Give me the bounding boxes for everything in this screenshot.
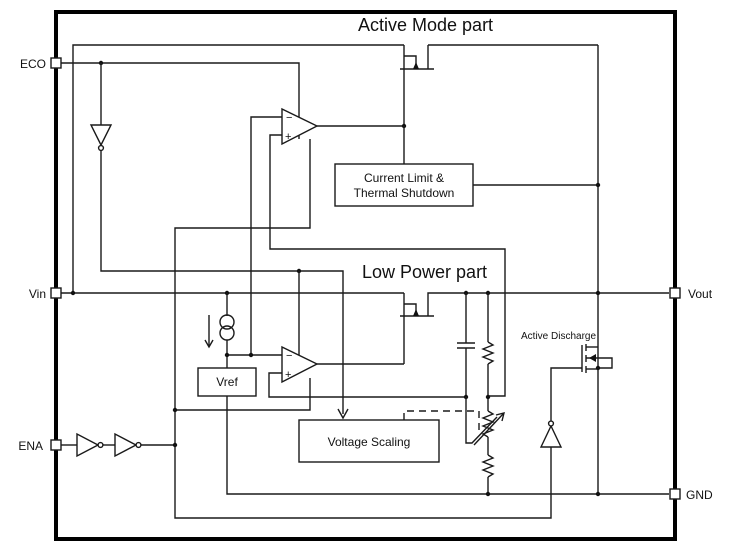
arrow-head-icon bbox=[337, 408, 349, 420]
pin-gnd-label: GND bbox=[686, 488, 713, 502]
pin-vin-label: Vin bbox=[29, 287, 46, 301]
pin-vout-label: Vout bbox=[688, 287, 713, 301]
pin-vout bbox=[669, 287, 681, 299]
active-discharge-label: Active Discharge bbox=[521, 331, 596, 342]
current-direction-arrow-icon bbox=[204, 315, 214, 349]
low-power-pass-transistor bbox=[400, 292, 669, 364]
junction-dot bbox=[485, 491, 491, 497]
junction-dot bbox=[595, 182, 601, 188]
junction-dot bbox=[595, 290, 601, 296]
vref-label: Vref bbox=[216, 375, 238, 389]
pin-vin bbox=[50, 287, 62, 299]
low-power-error-amplifier: − + bbox=[281, 345, 319, 384]
junction-dot bbox=[224, 352, 230, 358]
amp2-enable-wire bbox=[175, 378, 311, 411]
minus-sign: − bbox=[286, 350, 292, 362]
active-mode-label: Active Mode part bbox=[358, 15, 493, 35]
current-limit-block: Current Limit & Thermal Shutdown bbox=[334, 163, 474, 207]
active-error-amplifier: − + bbox=[281, 107, 319, 146]
junction-dot bbox=[248, 352, 254, 358]
ic-package-outline bbox=[54, 10, 677, 541]
discharge-inverter bbox=[539, 420, 563, 448]
current-limit-label: Current Limit & bbox=[364, 171, 444, 185]
minus-sign: − bbox=[286, 112, 292, 124]
feedback-resistor-top bbox=[481, 341, 495, 365]
amp1-feedback-wire bbox=[269, 134, 506, 397]
pin-eco bbox=[50, 57, 62, 69]
scaling-control-dashed-line bbox=[403, 410, 480, 430]
pin-ena-label: ENA bbox=[18, 439, 43, 453]
ena-inverter-2 bbox=[114, 432, 142, 458]
plus-sign: + bbox=[285, 369, 291, 381]
pin-gnd bbox=[669, 488, 681, 500]
amp1-enable-wire bbox=[174, 139, 311, 494]
junction-dot bbox=[172, 442, 178, 448]
plus-sign: + bbox=[285, 131, 291, 143]
vref-block: Vref bbox=[197, 367, 257, 397]
output-capacitor bbox=[457, 342, 475, 349]
eco-inverted-to-scaling-wire bbox=[100, 150, 344, 414]
current-source bbox=[219, 314, 235, 341]
pin-eco-label: ECO bbox=[20, 57, 46, 71]
eco-wire bbox=[61, 62, 300, 139]
amp2-feedback-wire bbox=[268, 372, 466, 398]
discharge-gate-wire bbox=[550, 367, 582, 421]
junction-dot bbox=[595, 491, 601, 497]
voltage-scaling-label: Voltage Scaling bbox=[328, 435, 411, 449]
feedback-resistor-bottom bbox=[481, 454, 495, 478]
junction-dot bbox=[595, 365, 601, 371]
junction-dot bbox=[485, 394, 491, 400]
gnd-rail bbox=[226, 396, 669, 495]
low-power-label: Low Power part bbox=[362, 262, 487, 282]
wiper-wire bbox=[465, 397, 498, 444]
junction-dot bbox=[70, 290, 76, 296]
junction-dot bbox=[172, 407, 178, 413]
pin-ena bbox=[50, 439, 62, 451]
variable-arrow-icon bbox=[473, 412, 505, 446]
active-pass-transistor bbox=[400, 44, 598, 126]
active-discharge-transistor bbox=[581, 344, 613, 373]
vin-to-active-pass-wire bbox=[72, 44, 404, 293]
voltage-scaling-block: Voltage Scaling bbox=[298, 419, 440, 463]
eco-inverter bbox=[89, 124, 113, 152]
ena-inverter-1 bbox=[76, 432, 104, 458]
thermal-shutdown-label: Thermal Shutdown bbox=[354, 186, 455, 200]
amp1-minus-wire bbox=[250, 116, 282, 354]
enable-to-discharge-wire bbox=[174, 462, 552, 519]
